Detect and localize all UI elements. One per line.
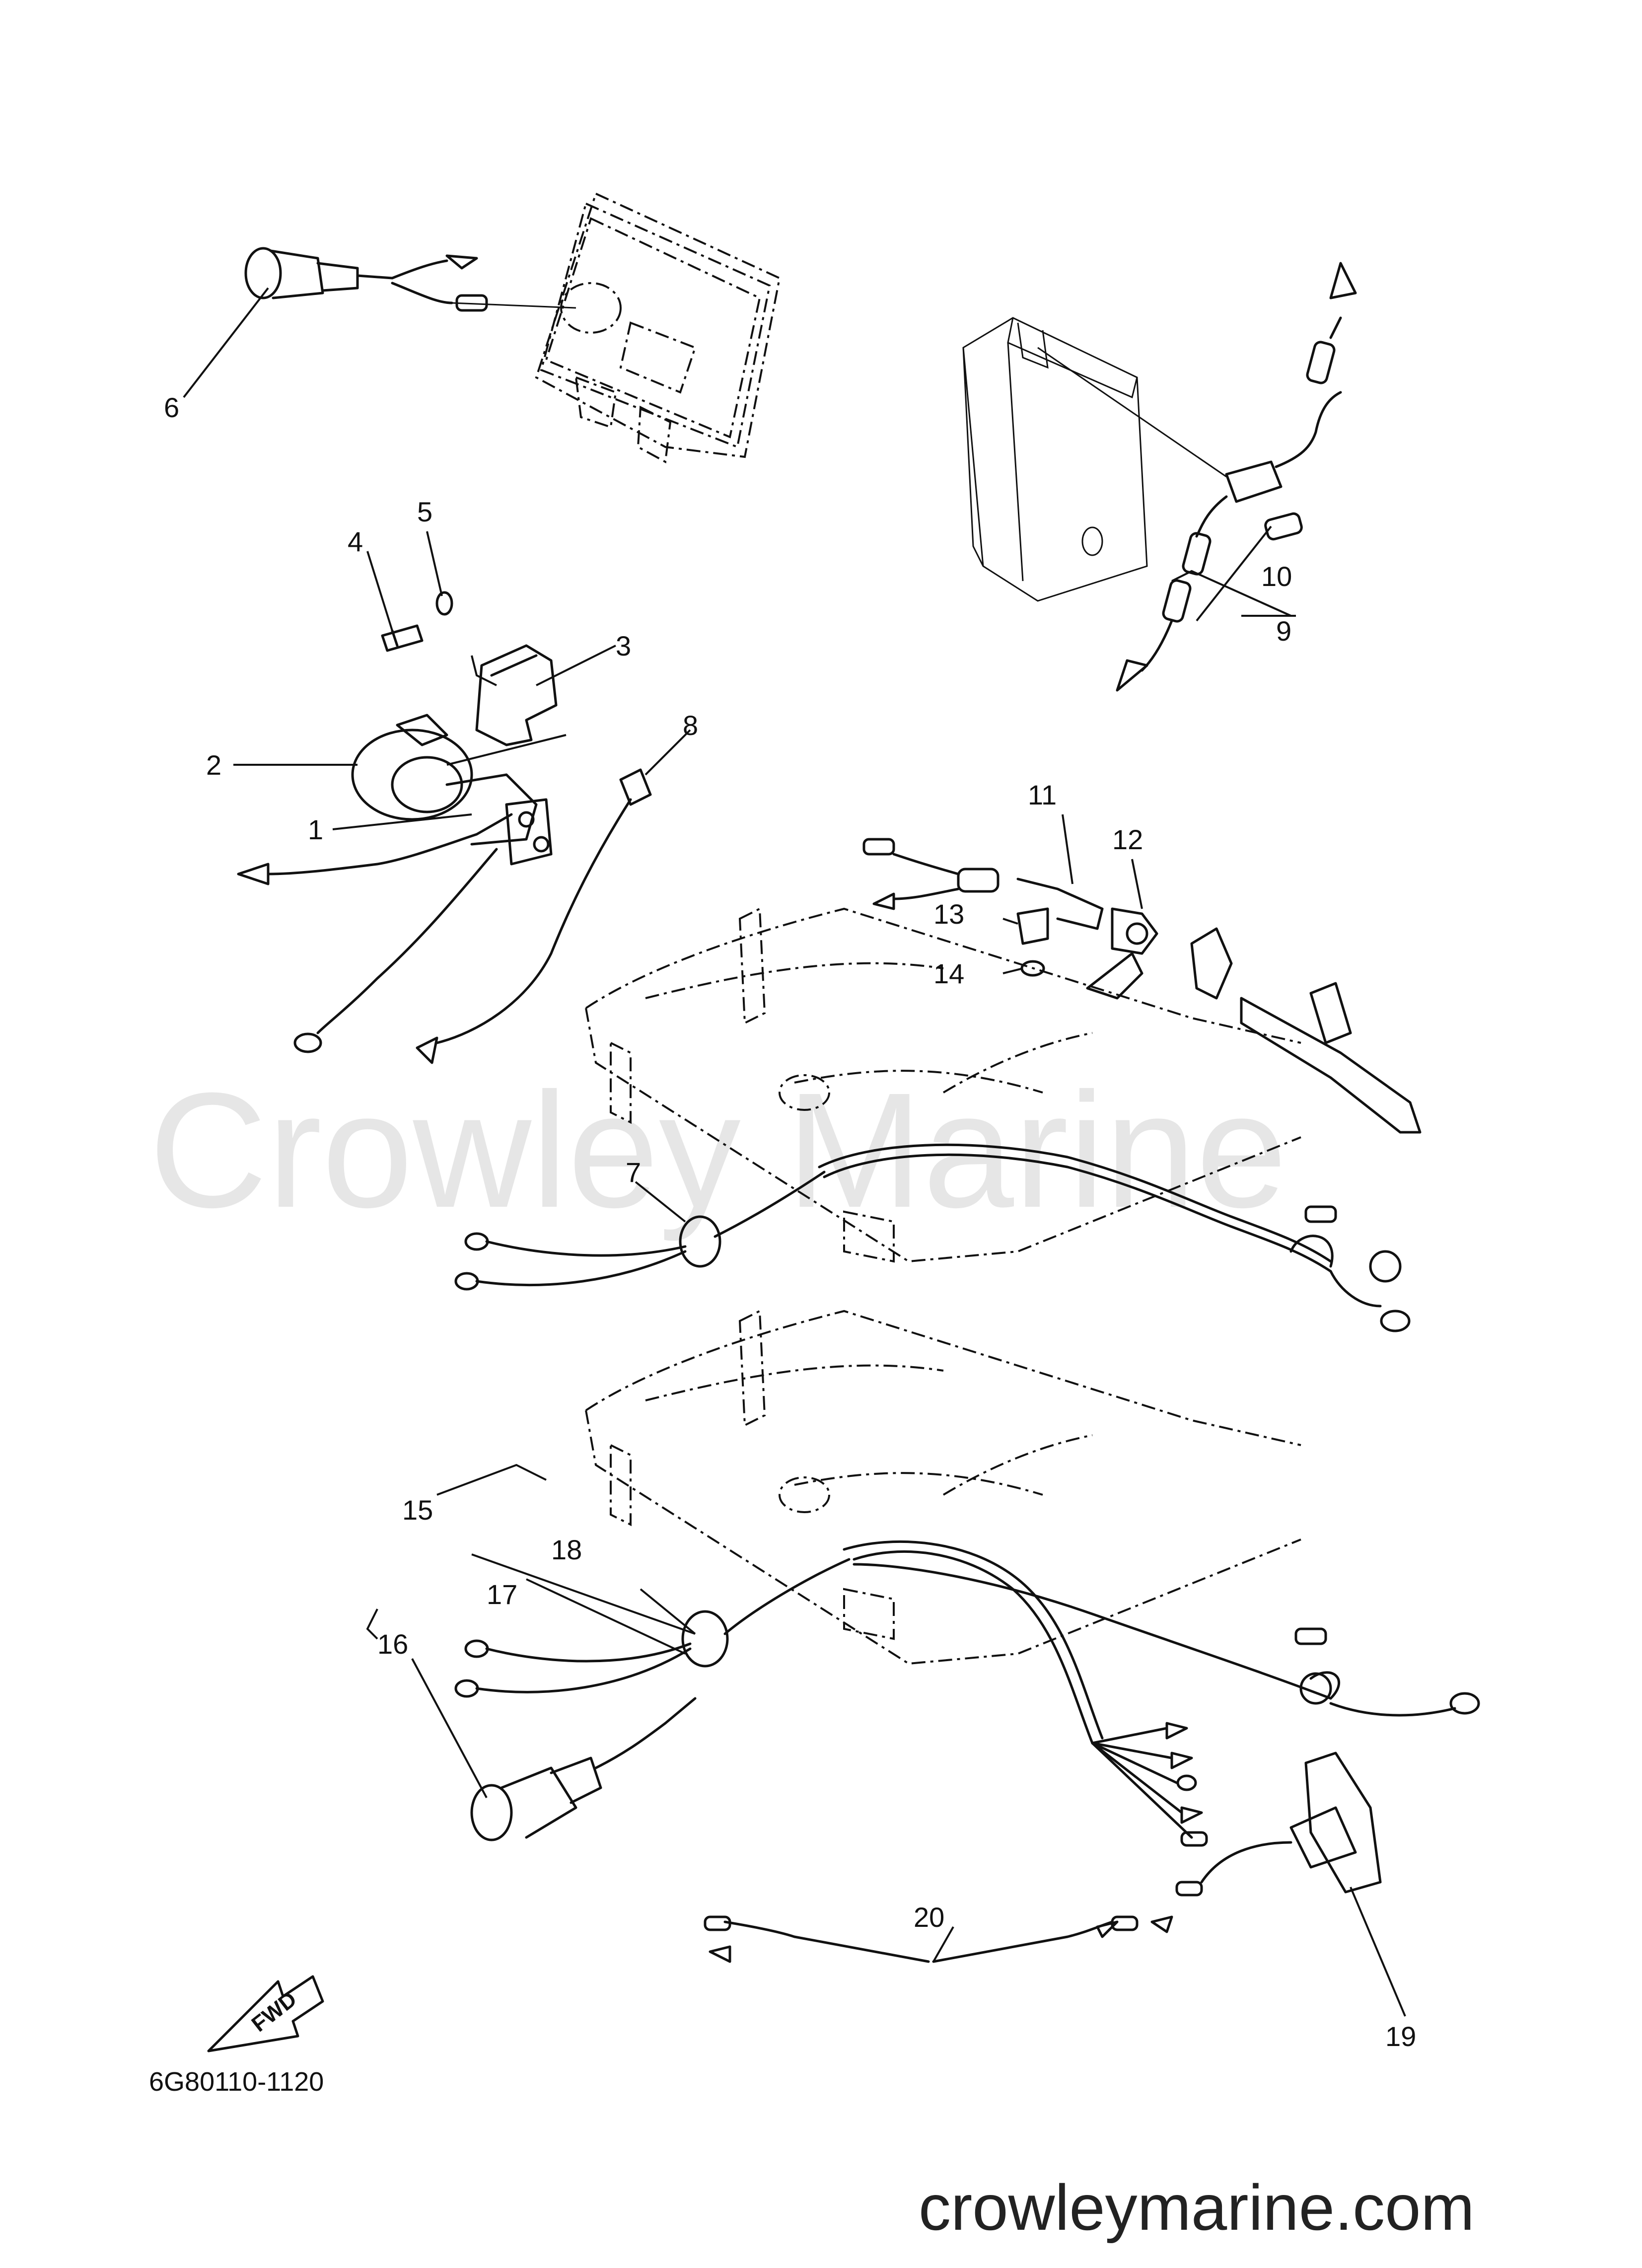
bottom-cowling-upper — [585, 907, 1301, 1263]
callout-18: 18 — [551, 1534, 582, 1565]
bottom-cowling-lower — [585, 1309, 1301, 1665]
switch-panel-assembly — [535, 192, 781, 464]
callout-10: 10 — [1261, 561, 1292, 592]
callout-13: 13 — [933, 898, 964, 930]
watermark-text: Crowley Marine — [149, 1058, 1287, 1243]
drawing-code: 6G80110-1120 — [149, 2067, 324, 2097]
callout-8: 8 — [683, 710, 698, 741]
washer-5 — [435, 591, 453, 616]
forward-direction-arrow: FWD — [207, 1975, 324, 2052]
callout-5: 5 — [417, 496, 432, 527]
callout-15: 15 — [402, 1494, 433, 1526]
callout-6: 6 — [164, 392, 179, 423]
key-switch-16 — [470, 1697, 697, 1841]
callout-1: 1 — [308, 814, 323, 845]
callout-3: 3 — [616, 630, 631, 661]
leader-lines — [183, 287, 1406, 2017]
lead-wire-20 — [704, 1915, 1139, 1963]
callout-4: 4 — [348, 526, 363, 557]
callout-labels: 6 5 4 3 2 1 8 10 9 11 12 13 14 7 15 18 1… — [164, 392, 1416, 2052]
callout-9: 9 — [1276, 615, 1291, 647]
cable-8 — [416, 768, 652, 1064]
bolt-13 — [1016, 907, 1049, 945]
connector-19 — [1150, 1752, 1382, 1933]
relay-bracket-3 — [475, 644, 558, 746]
website-text: crowleymarine.com — [919, 2171, 1475, 2244]
part-6-main-switch — [244, 247, 576, 312]
callout-2: 2 — [206, 749, 221, 781]
callout-14: 14 — [933, 958, 964, 989]
relay-assembly — [237, 714, 553, 1053]
sensor-11 — [862, 838, 1104, 930]
callout-20: 20 — [914, 1902, 944, 1933]
harness-15 — [454, 1540, 1480, 1847]
callout-17: 17 — [487, 1579, 517, 1610]
callout-11: 11 — [1028, 779, 1057, 810]
lever-assembly — [1190, 927, 1422, 1134]
fwd-label: FWD — [247, 1987, 301, 2037]
callout-12: 12 — [1112, 824, 1143, 855]
callout-7: 7 — [626, 1157, 641, 1188]
bracket-12 — [1086, 907, 1158, 1000]
fuse-holder-9 — [1037, 262, 1357, 692]
bolt-4 — [381, 624, 424, 652]
callout-16: 16 — [377, 1628, 408, 1660]
battery-box — [962, 317, 1148, 602]
callout-19: 19 — [1385, 2021, 1416, 2052]
harness-7 — [454, 1143, 1411, 1332]
